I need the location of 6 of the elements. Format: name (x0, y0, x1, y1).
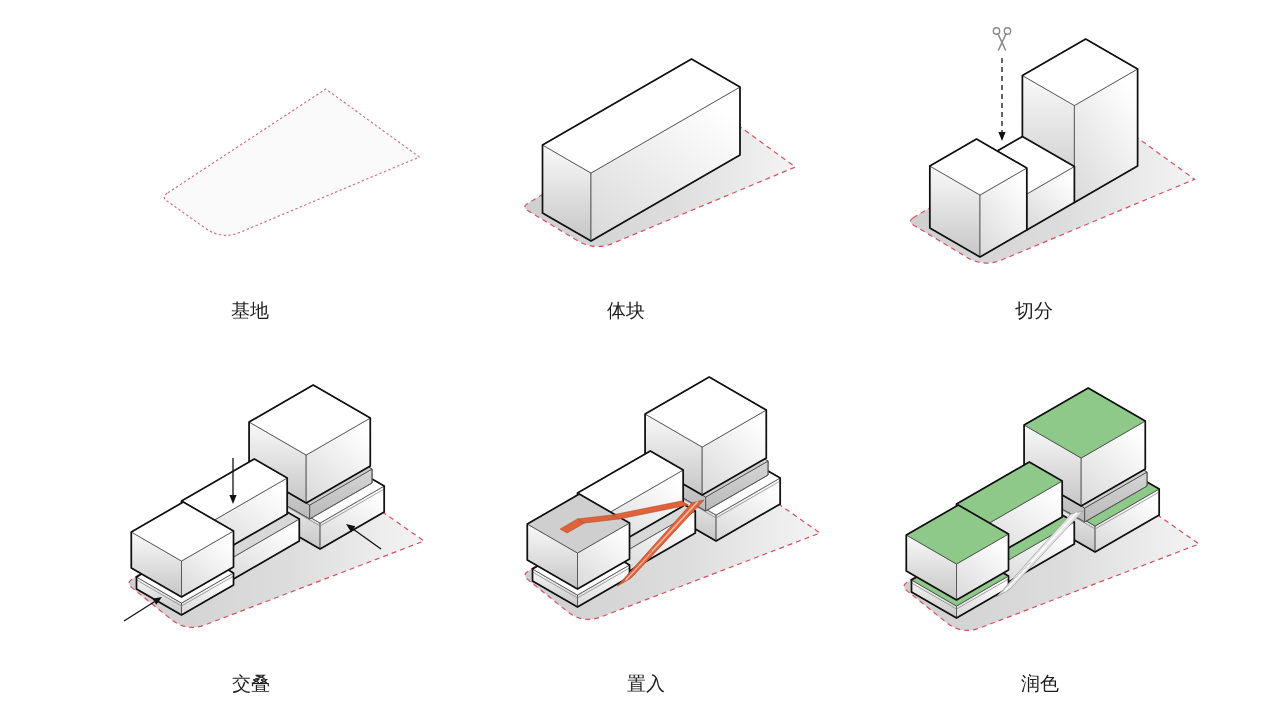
caption: 体块 (607, 299, 645, 321)
caption: 切分 (1015, 299, 1053, 321)
caption: 交叠 (232, 672, 270, 694)
caption: 基地 (231, 299, 269, 321)
caption: 置入 (627, 672, 665, 694)
caption: 润色 (1021, 672, 1059, 694)
